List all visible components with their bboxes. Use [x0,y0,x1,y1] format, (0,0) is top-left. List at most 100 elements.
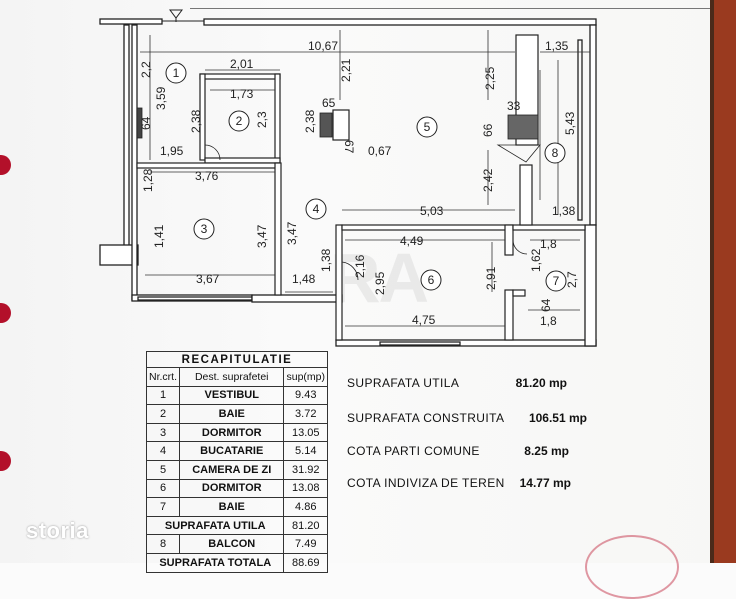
cell-utila-sup: 81.20 [283,515,328,536]
table-row: 8 BALCON 7.49 [146,534,328,554]
table-row: 3 DORMITOR 13.05 [146,422,328,443]
table-row: 6 DORMITOR 13.08 [146,478,328,499]
faint-watermark: RA [330,239,429,317]
dim-label: 3,76 [195,169,219,183]
dim-label: 65 [322,96,336,110]
dim-label: 1,48 [292,272,316,286]
room-number: 6 [428,273,435,287]
room-number: 4 [313,202,320,216]
cell-sup: 31.92 [283,459,328,480]
dim-label: 3,47 [255,224,269,248]
cell-sup: 4.86 [283,497,328,517]
table-row: 5 CAMERA DE ZI 31.92 [146,459,328,480]
plan-paper [0,0,736,563]
stamp-seal [585,535,679,599]
binder-hole-1 [0,155,11,175]
cell-nr: 2 [146,404,180,424]
dim-label: 2,42 [481,168,495,192]
recap-title: RECAPITULATIE [146,351,328,368]
cell-nr: 4 [146,441,180,461]
dim-label: 1,35 [545,39,569,53]
summary-label: SUPRAFATA UTILA [347,376,460,390]
table-row: 7 BAIE 4.86 [146,497,328,517]
dim-label: 2,3 [255,111,269,128]
summary-value: 8.25 mp [524,444,569,458]
dim-label: 3,47 [285,221,299,245]
binder-hole-2 [0,303,11,323]
top-strip [190,0,710,9]
recap-table: RECAPITULATIE Nr.crt. Dest. suprafetei s… [145,351,328,573]
dim-label: 1,8 [540,314,557,328]
dim-label: 2,25 [483,66,497,90]
dim-label: 0,67 [368,144,392,158]
summary-label: COTA INDIVIZA DE TEREN [347,476,505,490]
dim-label: 2,95 [373,271,387,295]
room-circles [165,62,567,292]
table-row: 1 VESTIBUL 9.43 [146,385,328,406]
dim-label: 66 [481,123,495,137]
summary-value: 81.20 mp [515,376,567,390]
dim-label: 5,03 [420,204,444,218]
summary-label: SUPRAFATA CONSTRUITA [347,411,505,425]
dim-label: 2,7 [565,271,579,288]
dim-label: 1,28 [141,168,155,192]
dim-label: 33 [507,99,521,113]
dim-label: 3,67 [196,272,220,286]
room-number: 3 [201,222,208,236]
door-arcs [204,144,528,281]
dim-label: 1,38 [552,204,576,218]
dim-label: 2,21 [339,58,353,82]
room-number: 2 [236,114,243,128]
cell-dest: BUCATARIE [178,441,285,461]
floor-plan: 1 2 3 4 5 6 7 8 10,67 1,35 2,2 3,59 2,01… [99,9,597,347]
room-number: 7 [553,274,560,288]
cell-sup: 9.43 [283,385,328,406]
cell-dest: DORMITOR [178,422,285,443]
dim-label: 1,38 [319,248,333,272]
dim-label: 2,16 [353,254,367,278]
dim-label: 1,62 [529,248,543,272]
dim-label: 1,73 [230,87,254,101]
interior-walls [136,34,586,341]
room-labels: 1 2 3 4 5 6 7 8 [173,66,560,288]
summary-label: COTA PARTI COMUNE [347,444,480,458]
dim-label: 2,38 [303,109,317,133]
cell-sup: 5.14 [283,441,328,461]
cell-dest: VESTIBUL [178,385,285,406]
cell-dest: CAMERA DE ZI [178,459,285,480]
table-row: 4 BUCATARIE 5.14 [146,441,328,461]
dim-label: 10,67 [308,39,338,53]
cell-utila-label: SUPRAFATA UTILA [145,515,285,536]
wooden-edge [714,0,736,563]
dim-label: 4,49 [400,234,424,248]
summary-row: SUPRAFATA UTILA 81.20 mp [347,376,587,392]
summary-row: COTA PARTI COMUNE 8.25 mp [347,444,587,460]
dim-label: 1,95 [160,144,184,158]
cell-dest: BAIE [178,404,285,424]
dim-label: 67 [342,140,356,154]
summary-value: 14.77 mp [519,476,571,490]
dim-label: 2,01 [230,57,254,71]
dimension-lines [140,30,590,327]
cell-sup: 13.05 [283,422,328,443]
dim-label: 4,75 [412,313,436,327]
room-number: 5 [424,120,431,134]
binder-hole-3 [0,451,11,471]
cell-nr: 5 [146,459,180,480]
dim-label: 2,2 [139,61,153,78]
header-nr: Nr.crt. [146,367,180,387]
dim-label: 2,91 [484,266,498,290]
table-row-utila: SUPRAFATA UTILA 81.20 [145,515,328,536]
storia-logo: storia [26,518,89,543]
cell-nr: 1 [146,385,180,406]
edge-shadow [710,0,714,563]
cell-nr: 8 [146,534,180,554]
dim-label: 64 [139,116,153,130]
room-number: 1 [173,66,180,80]
dim-label: 1,41 [152,224,166,248]
dim-label: 2,38 [189,109,203,133]
dim-label: 3,59 [154,86,168,110]
column-hatch [136,107,541,163]
summary-value: 106.51 mp [528,411,587,425]
cell-dest: BAIE [178,497,285,517]
